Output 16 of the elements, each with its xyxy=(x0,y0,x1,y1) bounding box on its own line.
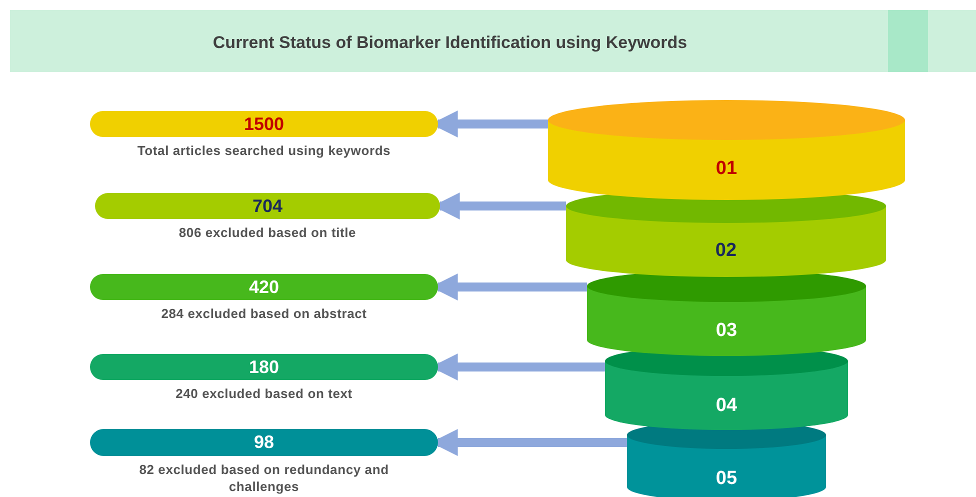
step-number: 02 xyxy=(715,239,737,264)
step-number: 01 xyxy=(716,157,738,181)
step-number: 04 xyxy=(716,394,738,418)
number-pill: 1500 xyxy=(90,111,438,137)
number-pill: 420 xyxy=(90,274,438,300)
number-pill: 180 xyxy=(90,354,438,380)
number-pill: 704 xyxy=(95,193,440,219)
step-description: 806 excluded based on title xyxy=(178,224,358,241)
step-description: 240 excluded based on text xyxy=(174,385,354,402)
number-pill: 98 xyxy=(90,429,438,456)
step-description: 284 excluded based on abstract xyxy=(160,305,368,322)
diagram-title: Current Status of Biomarker Identification using Keywords xyxy=(212,32,688,54)
step-number: 05 xyxy=(716,467,738,491)
step-number: 03 xyxy=(716,319,738,344)
step-description: Total articles searched using keywords xyxy=(136,142,392,159)
step-description: 82 excluded based on redundancy and challenges xyxy=(138,461,390,495)
